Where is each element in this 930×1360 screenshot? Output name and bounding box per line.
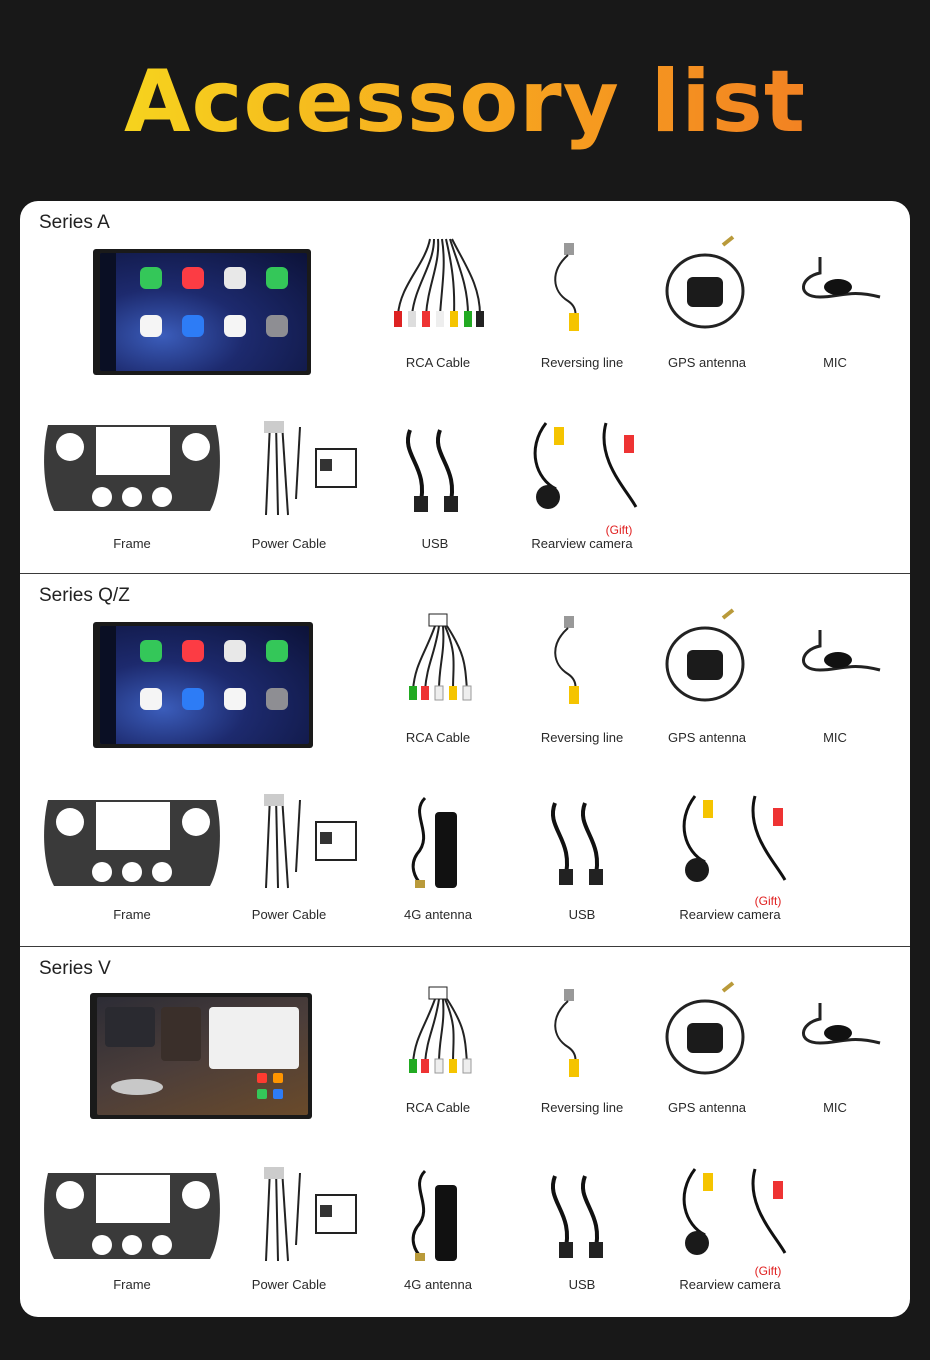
caption-rca-cable: RCA Cable xyxy=(405,1100,471,1115)
caption-power-cable: Power Cable xyxy=(251,907,327,922)
rearview-camera-image xyxy=(526,419,656,515)
rearview-camera-image xyxy=(675,1165,805,1261)
mic-image xyxy=(790,253,885,313)
section-divider xyxy=(20,573,910,574)
reversing-line-image xyxy=(540,241,600,336)
caption-mic: MIC xyxy=(823,1100,847,1115)
gps-antenna-image xyxy=(663,981,753,1081)
caption-reversing-line: Reversing line xyxy=(540,730,624,745)
usb-image xyxy=(400,426,470,516)
accessory-card: Series A xyxy=(20,201,910,1317)
caption-4g-antenna: 4G antenna xyxy=(404,1277,472,1292)
usb-image xyxy=(545,1172,615,1262)
power-cable-image xyxy=(250,792,360,896)
caption-reversing-line: Reversing line xyxy=(540,355,624,370)
caption-rearview-camera: Rearview camera xyxy=(679,907,781,922)
caption-rca-cable: RCA Cable xyxy=(405,730,471,745)
power-cable-image xyxy=(250,1165,360,1269)
caption-usb: USB xyxy=(568,907,596,922)
caption-gps-antenna: GPS antenna xyxy=(667,355,747,370)
usb-image xyxy=(545,799,615,889)
page-title: Accessory list xyxy=(124,52,806,152)
rca-cable-image xyxy=(405,977,475,1077)
section-series-v: Series V xyxy=(20,947,910,1317)
series-label: Series Q/Z xyxy=(39,585,130,606)
caption-gps-antenna: GPS antenna xyxy=(667,1100,747,1115)
gift-badge: (Gift) xyxy=(754,894,782,908)
gift-badge: (Gift) xyxy=(754,1264,782,1278)
gift-badge: (Gift) xyxy=(605,523,633,537)
head-unit-image xyxy=(93,622,313,748)
caption-power-cable: Power Cable xyxy=(251,536,327,551)
4g-antenna-image xyxy=(405,1167,465,1267)
mic-image xyxy=(790,626,885,686)
caption-frame: Frame xyxy=(113,1277,151,1292)
rca-cable-image xyxy=(390,235,490,335)
caption-usb: USB xyxy=(421,536,449,551)
caption-reversing-line: Reversing line xyxy=(540,1100,624,1115)
caption-mic: MIC xyxy=(823,355,847,370)
caption-power-cable: Power Cable xyxy=(251,1277,327,1292)
section-series-a: Series A xyxy=(20,201,910,573)
head-unit-image xyxy=(90,993,312,1119)
frame-image xyxy=(40,794,224,898)
caption-rearview-camera: Rearview camera xyxy=(679,1277,781,1292)
head-unit-image xyxy=(93,249,311,375)
series-label: Series V xyxy=(39,958,111,979)
gps-antenna-image xyxy=(663,235,753,335)
frame-image xyxy=(40,419,224,523)
mic-image xyxy=(790,999,885,1059)
reversing-line-image xyxy=(540,987,600,1082)
4g-antenna-image xyxy=(405,794,465,894)
power-cable-image xyxy=(250,419,360,523)
caption-gps-antenna: GPS antenna xyxy=(667,730,747,745)
section-series-qz: Series Q/Z xyxy=(20,574,910,946)
caption-rca-cable: RCA Cable xyxy=(405,355,471,370)
rearview-camera-image xyxy=(675,792,805,888)
series-label: Series A xyxy=(39,212,110,233)
frame-image xyxy=(40,1167,224,1271)
caption-mic: MIC xyxy=(823,730,847,745)
caption-4g-antenna: 4G antenna xyxy=(404,907,472,922)
reversing-line-image xyxy=(540,614,600,709)
caption-rearview-camera: Rearview camera xyxy=(531,536,633,551)
gps-antenna-image xyxy=(663,608,753,708)
caption-frame: Frame xyxy=(113,536,151,551)
caption-usb: USB xyxy=(568,1277,596,1292)
rca-cable-image xyxy=(405,604,475,704)
section-divider xyxy=(20,946,910,947)
caption-frame: Frame xyxy=(113,907,151,922)
